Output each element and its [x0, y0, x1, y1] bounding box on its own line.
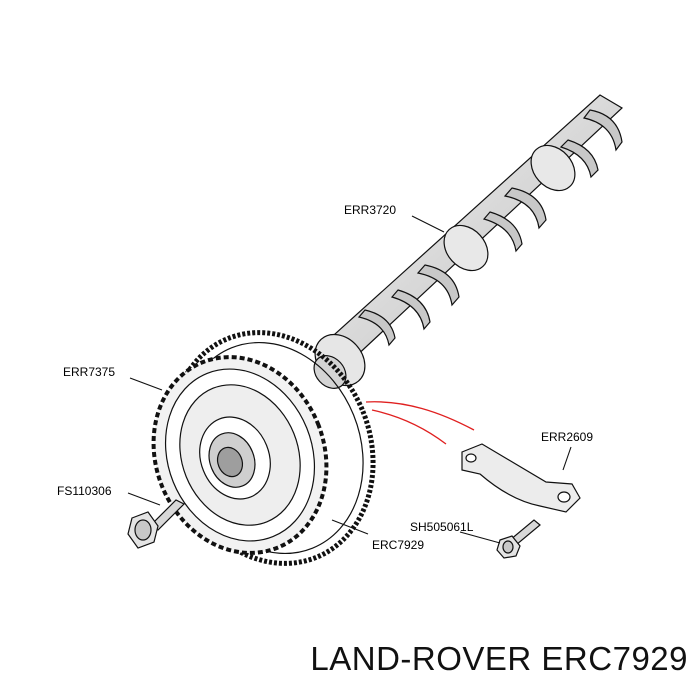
label-bolt-large: FS110306 [57, 484, 112, 498]
camshaft [313, 94, 623, 389]
bracket [461, 443, 581, 513]
leader-lines [127, 215, 572, 544]
large-bolt [127, 499, 186, 549]
highlight-lines [365, 401, 475, 445]
label-chain: ERC7929 [372, 538, 424, 552]
small-bolt [496, 519, 541, 559]
label-bolt-small: SH505061L [410, 520, 474, 534]
label-camshaft: ERR3720 [344, 203, 396, 217]
footer-part-number: LAND-ROVER ERC7929 [310, 640, 688, 677]
label-bracket: ERR2609 [541, 430, 593, 444]
camshaft-sprocket [151, 355, 329, 555]
label-sprocket: ERR7375 [63, 365, 115, 379]
